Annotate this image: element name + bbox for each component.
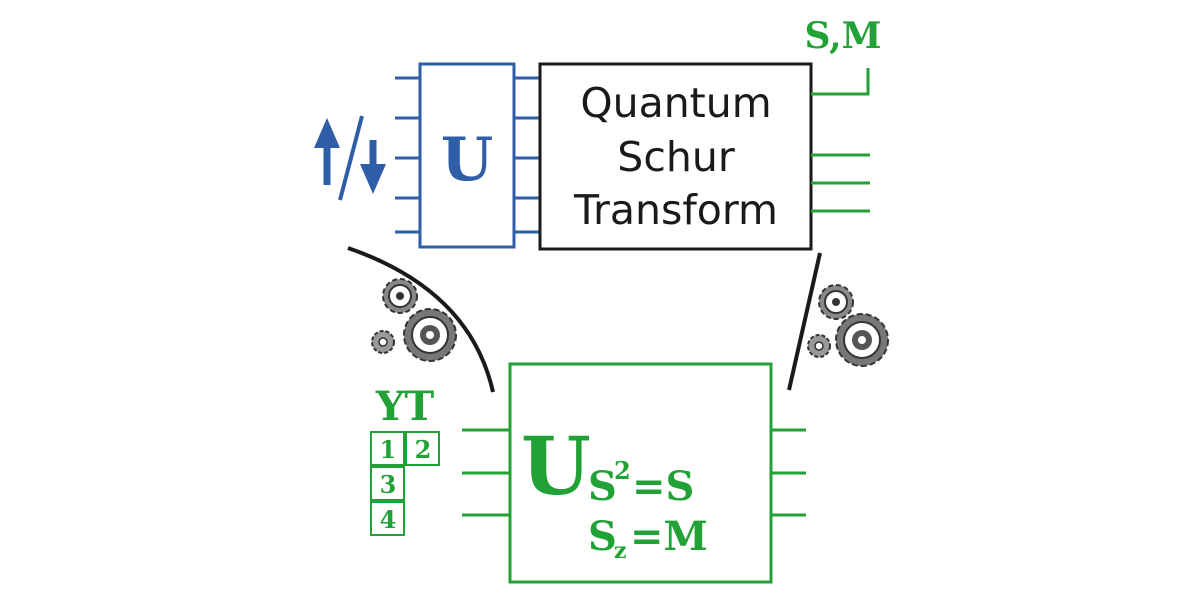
up-down-arrows-icon: [314, 115, 386, 201]
left-connector-curve: [347, 246, 495, 393]
yt-label: YT: [375, 383, 435, 430]
gears-icon: [371, 278, 457, 362]
tableau-cell-1: 1: [380, 435, 397, 464]
result-sub1-sup: 2: [614, 456, 631, 485]
result-output-wires: [771, 428, 806, 517]
tableau-cell-2: 2: [415, 435, 432, 464]
result-sub2-base: S: [588, 513, 617, 560]
output-label-sm: S,M: [804, 15, 881, 57]
unitary-input-wires: [395, 76, 420, 234]
result-sub2-eq: =M: [630, 513, 708, 560]
unitary-label: U: [441, 125, 493, 195]
result-sub2-sub: z: [614, 538, 627, 564]
unitary-output-wires: [514, 76, 540, 234]
unitary-block: [418, 62, 516, 249]
right-connector-line: [787, 252, 822, 391]
schur-transform-block: [538, 62, 813, 251]
tableau-cell-4: 4: [380, 505, 397, 534]
schur-label-line3: Transform: [573, 186, 778, 234]
schur-label-line1: Quantum: [580, 79, 771, 127]
young-tableau: [370, 431, 440, 536]
result-input-wires: [462, 428, 510, 517]
result-sub1-base: S: [588, 463, 617, 510]
gears-icon: [807, 284, 889, 367]
result-main-label: U: [521, 419, 591, 513]
schur-output-wires: [811, 68, 870, 213]
schur-label-line2: Schur: [617, 133, 735, 181]
tableau-cell-3: 3: [380, 470, 397, 499]
result-block: [508, 362, 773, 584]
result-sub1-eq: =S: [632, 463, 694, 510]
